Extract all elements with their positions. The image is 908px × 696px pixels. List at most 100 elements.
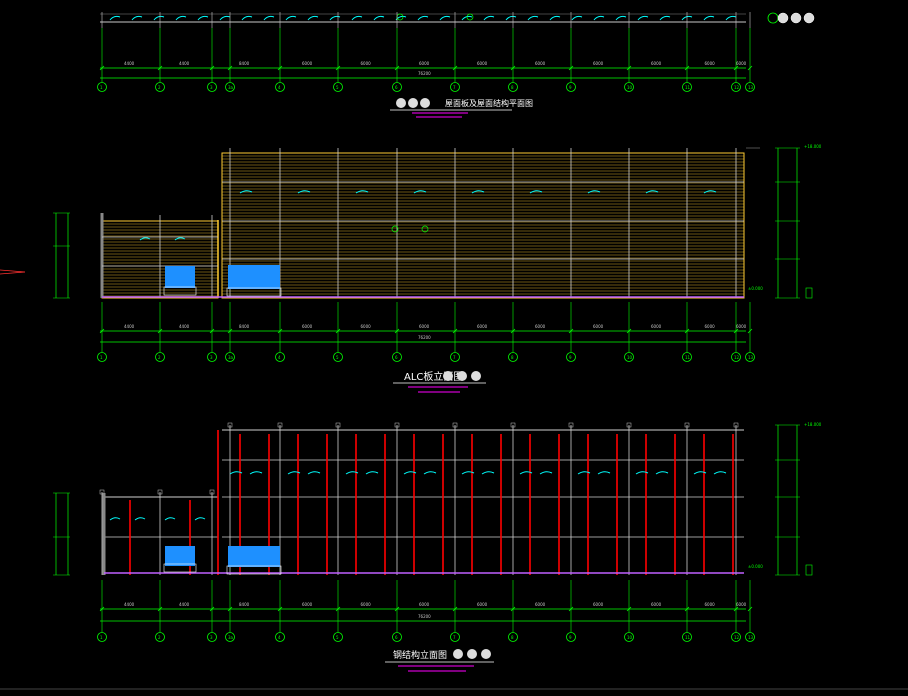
axis-bubble bbox=[731, 632, 741, 642]
dimension-tick bbox=[452, 328, 458, 334]
arrow-line bbox=[0, 269, 26, 273]
roof-annotation bbox=[659, 15, 671, 21]
axis-bubble-label: 12 bbox=[734, 85, 740, 90]
alc-elevation-view: +18.000±0.000 bbox=[53, 144, 822, 299]
axis-bubble bbox=[745, 352, 755, 362]
steel-column-cap bbox=[626, 422, 632, 428]
axis-bubble bbox=[97, 632, 107, 642]
axis-bubble-label: 3a bbox=[228, 635, 234, 640]
dimension-tick bbox=[335, 328, 341, 334]
axis-bubble bbox=[392, 632, 402, 642]
roof-annotation bbox=[417, 15, 429, 21]
steel-annotation bbox=[109, 517, 121, 521]
axis-bubble bbox=[450, 352, 460, 362]
alc-annotation bbox=[413, 190, 427, 194]
axis-bubble bbox=[275, 352, 285, 362]
axis-bubble-label: 5 bbox=[336, 85, 339, 90]
dimension-tick bbox=[394, 65, 400, 71]
steel-elevation-view: +18.000±0.000 bbox=[53, 422, 822, 576]
dimension-label: 4400 bbox=[179, 61, 190, 66]
dimension-label: 6000 bbox=[419, 324, 430, 329]
axis-bubble-label: 8 bbox=[511, 635, 514, 640]
axis-bubble bbox=[392, 82, 402, 92]
roof-annotation bbox=[483, 15, 495, 21]
dimension-label: 4400 bbox=[124, 324, 135, 329]
axis-bubble bbox=[450, 632, 460, 642]
axis-bubble-label: 7 bbox=[453, 635, 456, 640]
steel-annotation bbox=[345, 471, 359, 475]
axis-bubble-label: 9 bbox=[569, 355, 572, 360]
axis-bubble bbox=[207, 82, 217, 92]
axis-bubble bbox=[624, 352, 634, 362]
dimension-label: 6000 bbox=[651, 324, 662, 329]
roof-annotation bbox=[307, 15, 319, 21]
axis-bubble bbox=[566, 352, 576, 362]
steel-column-cap bbox=[157, 489, 163, 495]
steel-column-cap bbox=[568, 422, 574, 428]
axis-bubble-label: 3 bbox=[210, 635, 213, 640]
axis-bubble-label: 6 bbox=[395, 635, 398, 640]
dimension-tick bbox=[626, 606, 632, 612]
axis-bubble-label: 6 bbox=[395, 85, 398, 90]
steel-column-cap bbox=[684, 422, 690, 428]
steel-annotation bbox=[423, 471, 437, 475]
plan-title: 屋面板及屋面结构平面图 bbox=[445, 98, 533, 108]
dimension-tick bbox=[510, 65, 516, 71]
axis-bubble-label: 9 bbox=[569, 85, 572, 90]
dimension-tick bbox=[510, 328, 516, 334]
dimension-tick bbox=[568, 606, 574, 612]
door-opening bbox=[165, 546, 195, 566]
axis-bubble-label: 3a bbox=[228, 85, 234, 90]
dimension-total-label: 76200 bbox=[418, 335, 431, 340]
dimension-tick bbox=[277, 328, 283, 334]
steel-column-cap bbox=[733, 422, 739, 428]
axis-bubble bbox=[225, 632, 235, 642]
steel-annotation bbox=[597, 471, 611, 475]
dimension-tick bbox=[568, 65, 574, 71]
roof-annotation bbox=[637, 15, 649, 21]
title-symbol bbox=[457, 371, 467, 381]
roof-annotation bbox=[285, 15, 297, 21]
roof-annotation bbox=[395, 15, 407, 21]
dimension-label: 6000 bbox=[593, 602, 604, 607]
axis-bubble-label: 5 bbox=[336, 355, 339, 360]
dimension-tick bbox=[733, 328, 739, 334]
axis-bubble-label: 13 bbox=[748, 355, 754, 360]
dimension-tick bbox=[209, 606, 215, 612]
dimension-label: 6000 bbox=[419, 61, 430, 66]
axis-bubble bbox=[333, 632, 343, 642]
dimension-tick bbox=[157, 606, 163, 612]
alc-annotation bbox=[703, 190, 717, 194]
roof-annotation bbox=[175, 15, 187, 21]
title-symbol bbox=[481, 649, 491, 659]
steel-column-cap bbox=[99, 489, 105, 495]
axis-bubble-label: 2 bbox=[158, 85, 161, 90]
dimension-label: 6000 bbox=[705, 324, 716, 329]
axis-bubble-label: 3 bbox=[210, 355, 213, 360]
axis-bubble bbox=[450, 82, 460, 92]
plan-section-symbols bbox=[767, 12, 815, 24]
dimension-tick bbox=[99, 65, 105, 71]
callout-bubble bbox=[391, 225, 399, 233]
dimension-tick bbox=[277, 65, 283, 71]
axis-bubble bbox=[333, 352, 343, 362]
dimension-label: 6000 bbox=[361, 61, 372, 66]
axis-bubble-label: 6 bbox=[395, 355, 398, 360]
roof-annotation bbox=[263, 15, 275, 21]
dimension-label: 6000 bbox=[651, 61, 662, 66]
roof-annotation bbox=[593, 15, 605, 21]
axis-bubble bbox=[682, 82, 692, 92]
section-symbol bbox=[777, 12, 789, 24]
axis-bubble-label: 7 bbox=[453, 85, 456, 90]
axis-bubble-label: 9 bbox=[569, 635, 572, 640]
axis-bubble bbox=[508, 82, 518, 92]
dimension-tick bbox=[99, 606, 105, 612]
axis-bubble bbox=[731, 352, 741, 362]
dimension-label: 6000 bbox=[302, 61, 313, 66]
steel-annotation bbox=[519, 471, 533, 475]
dimension-tick bbox=[684, 606, 690, 612]
dimension-label: 6000 bbox=[361, 602, 372, 607]
